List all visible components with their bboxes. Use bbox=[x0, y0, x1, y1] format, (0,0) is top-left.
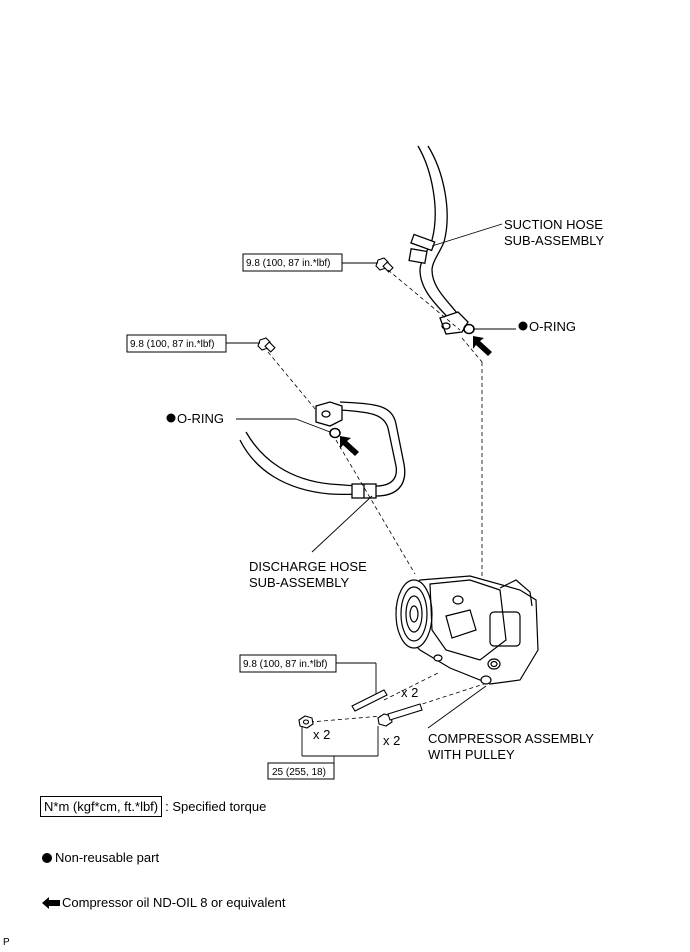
o-ring-left-label: O-RING bbox=[177, 411, 224, 426]
compressor-assembly bbox=[395, 575, 539, 685]
non-reusable-dot-left-icon bbox=[166, 413, 176, 423]
qty-nut-label: x 2 bbox=[313, 727, 330, 742]
stud-bolt-icon bbox=[351, 689, 388, 712]
nut-icon bbox=[298, 715, 314, 729]
non-reusable-dot-top-icon bbox=[518, 321, 528, 331]
torque-box-stud bbox=[239, 654, 337, 673]
discharge-bolt-icon bbox=[257, 337, 276, 353]
o-ring-left-icon bbox=[329, 427, 341, 439]
compressor-label-1: COMPRESSOR ASSEMBLY bbox=[428, 731, 594, 746]
torque-stud: 9.8 (100, 87 in.*lbf) bbox=[243, 659, 328, 670]
qty-stud-label: x 2 bbox=[401, 685, 418, 700]
o-ring-top-icon bbox=[463, 323, 475, 335]
footer-code: P bbox=[3, 937, 10, 948]
qty-bolt-label: x 2 bbox=[383, 733, 400, 748]
discharge-hose-label-2: SUB-ASSEMBLY bbox=[249, 575, 350, 590]
torque-box-suction bbox=[242, 253, 343, 272]
oil-arrow-top-icon bbox=[473, 336, 492, 356]
oil-arrow-left-icon bbox=[340, 436, 359, 456]
mounting-bolt-icon bbox=[377, 703, 423, 727]
torque-nut-bolt: 25 (255, 18) bbox=[272, 767, 326, 778]
suction-hose bbox=[408, 145, 469, 335]
filled-circle-icon bbox=[42, 852, 52, 863]
alignment-lines bbox=[267, 269, 485, 723]
suction-bolt-icon bbox=[375, 257, 394, 273]
legend-non-reusable: Non-reusable part bbox=[42, 850, 159, 865]
suction-hose-label-2: SUB-ASSEMBLY bbox=[504, 233, 605, 248]
legend-oil-text: Compressor oil ND-OIL 8 or equivalent bbox=[62, 895, 286, 910]
o-ring-top-label: O-RING bbox=[529, 319, 576, 334]
torque-box-discharge bbox=[126, 334, 227, 353]
leader-lines bbox=[226, 223, 516, 764]
suction-hose-label-1: SUCTION HOSE bbox=[504, 217, 603, 232]
torque-suction-bolt: 9.8 (100, 87 in.*lbf) bbox=[246, 258, 331, 269]
compressor-label-2: WITH PULLEY bbox=[428, 747, 515, 762]
discharge-hose-label-1: DISCHARGE HOSE bbox=[249, 559, 367, 574]
legend-torque: N*m (kgf*cm, ft.*lbf) : Specified torque bbox=[40, 796, 266, 817]
legend-torque-unit: N*m (kgf*cm, ft.*lbf) bbox=[40, 796, 163, 817]
legend-oil: Compressor oil ND-OIL 8 or equivalent bbox=[42, 895, 286, 910]
torque-box-nut-bolt bbox=[267, 762, 335, 780]
legend-non-reusable-text: Non-reusable part bbox=[55, 850, 160, 865]
left-arrow-icon bbox=[42, 896, 60, 909]
legend-torque-desc: : Specified torque bbox=[165, 799, 267, 814]
torque-discharge-bolt: 9.8 (100, 87 in.*lbf) bbox=[130, 339, 215, 350]
discharge-hose bbox=[239, 401, 406, 499]
